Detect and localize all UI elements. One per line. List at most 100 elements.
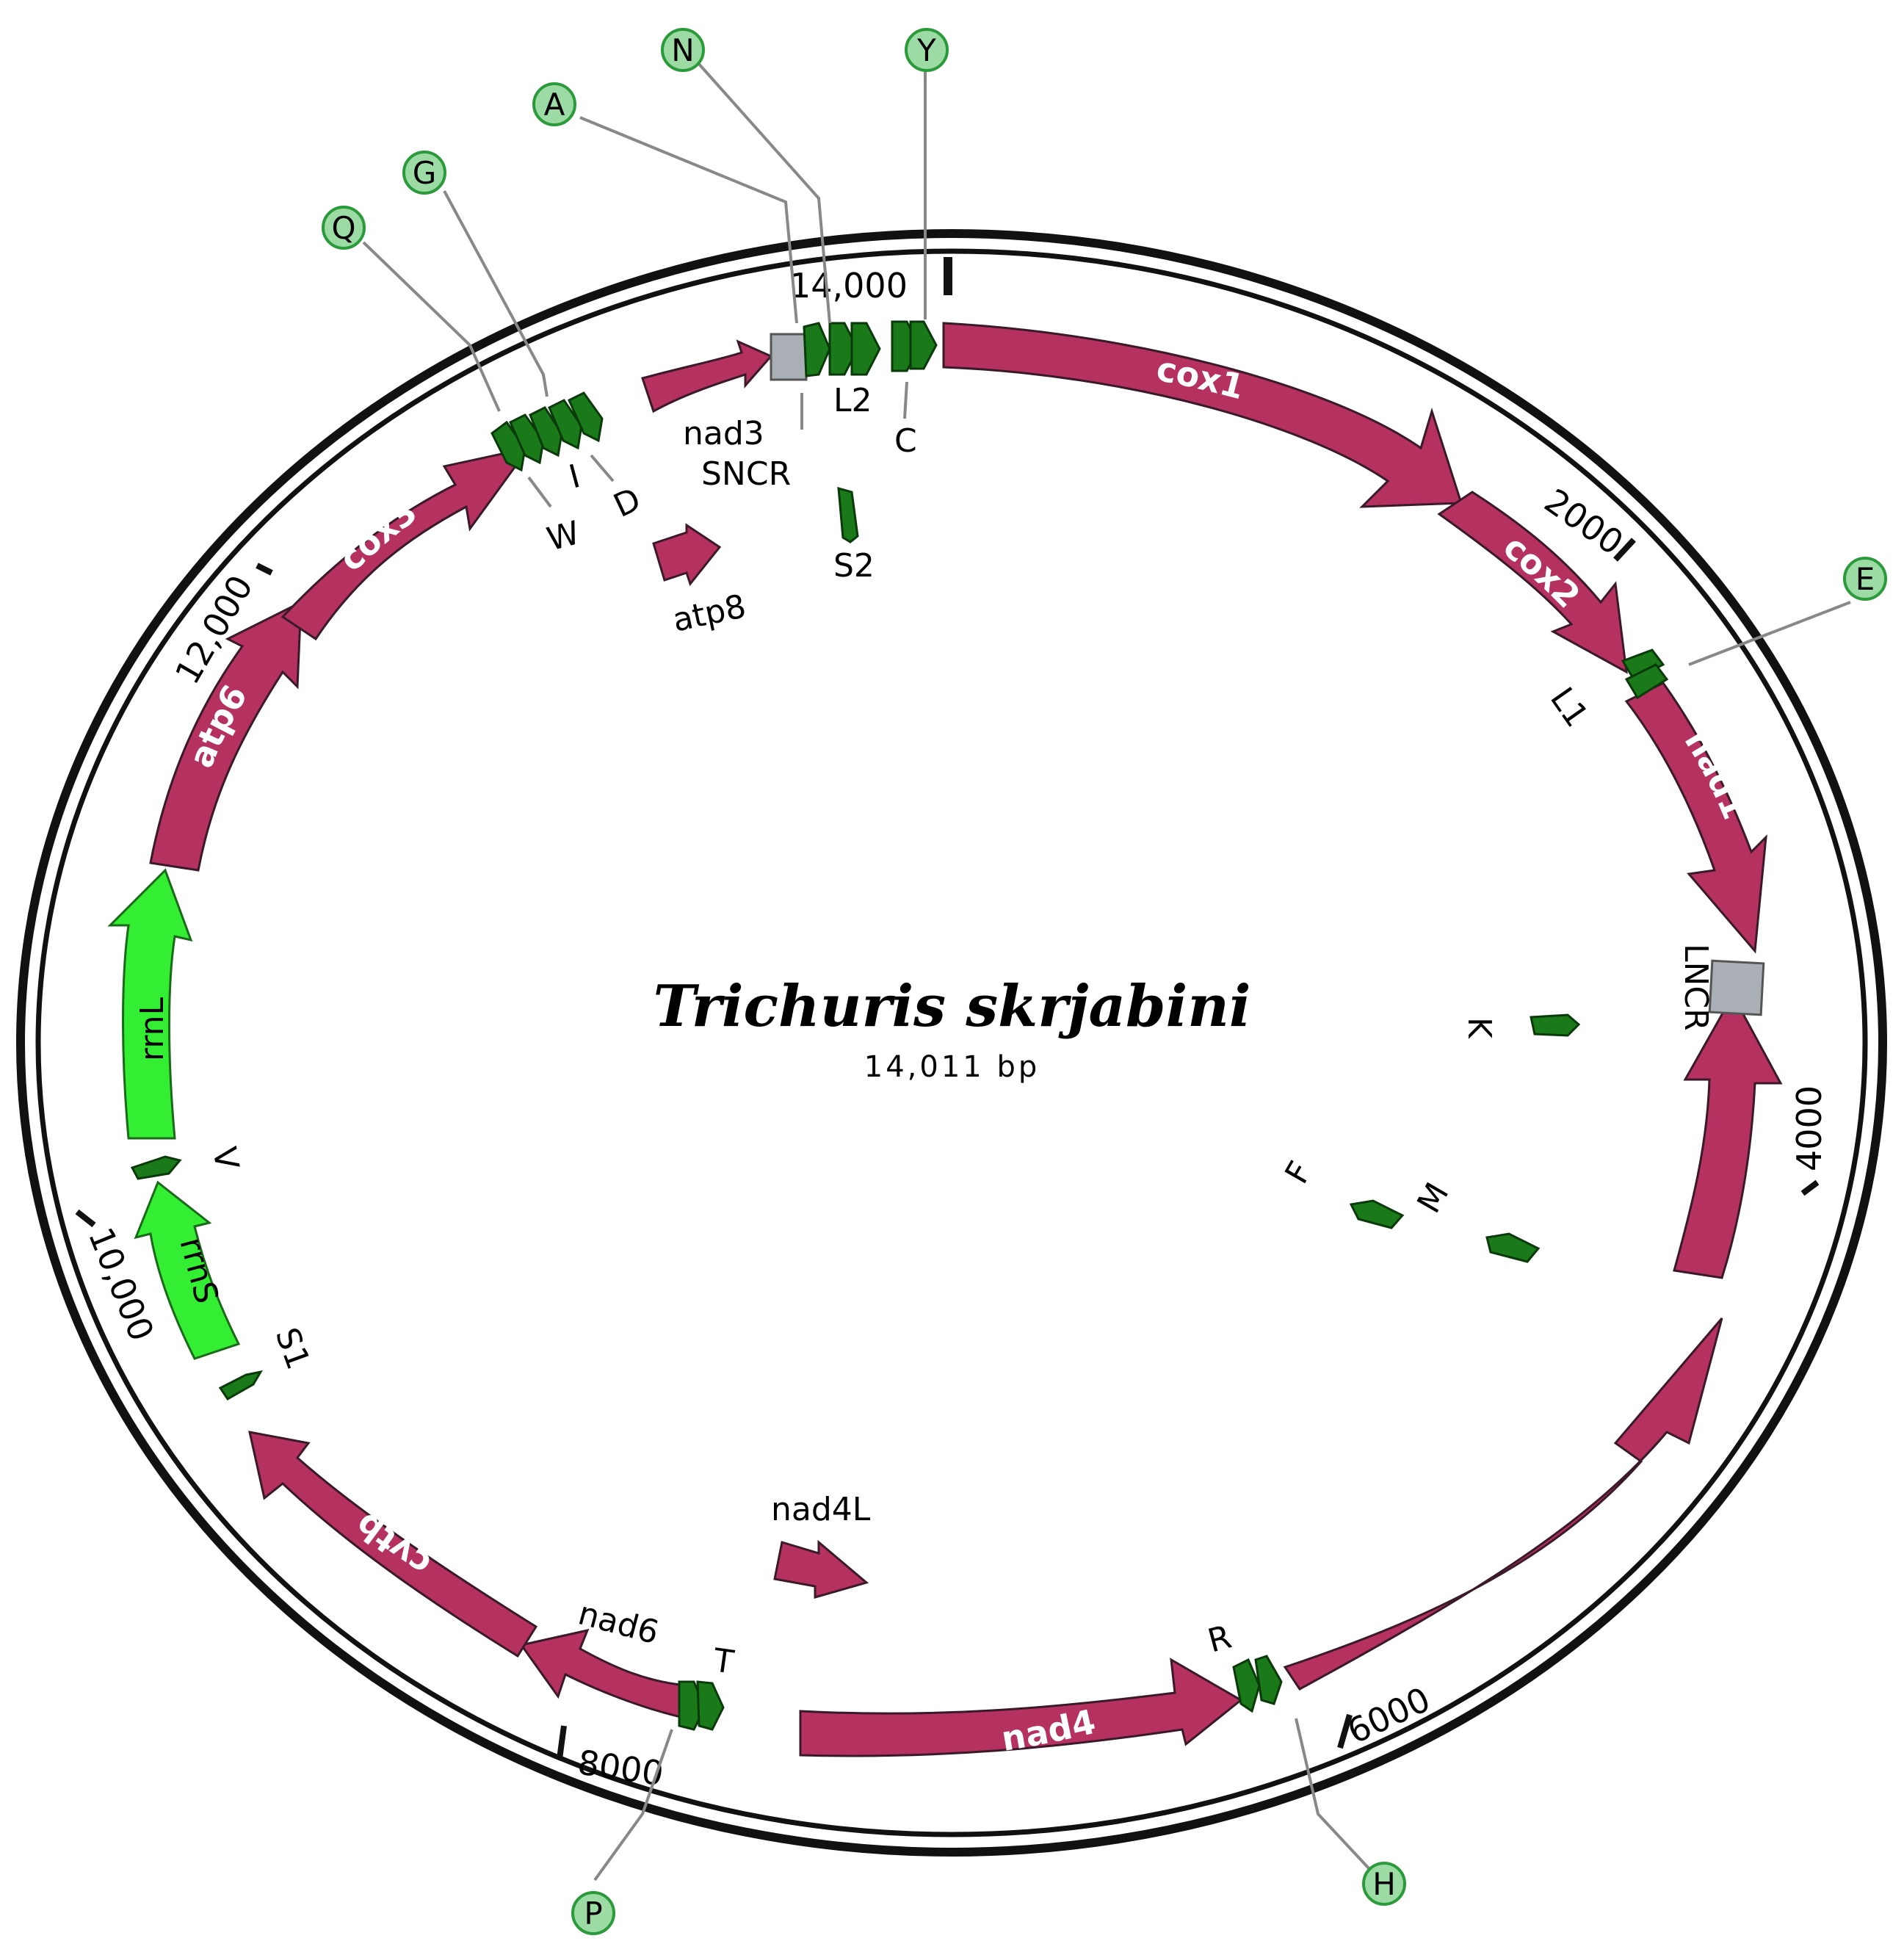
- callout-line-Q: [362, 241, 501, 412]
- svg-text:Y: Y: [916, 32, 936, 68]
- trna-C: [909, 320, 938, 370]
- trna-G: [548, 399, 583, 450]
- label-L1: L1: [1543, 681, 1596, 734]
- callout-line-P: [593, 1729, 673, 1882]
- gene-nad5: [1283, 1318, 1723, 1691]
- callout-G: G: [402, 151, 446, 195]
- label-I: I: [565, 458, 584, 496]
- label-C: C: [894, 422, 917, 460]
- scale-ticks: [75, 257, 1820, 1760]
- gene-nad1: [1624, 682, 1767, 954]
- gene-nad2: [1673, 992, 1783, 1279]
- trna-K: [1530, 1013, 1581, 1037]
- trna-R: [1232, 1658, 1261, 1713]
- svg-text:N: N: [671, 32, 694, 68]
- svg-text:H: H: [1372, 1866, 1396, 1902]
- tick-2000: [1613, 538, 1636, 562]
- gene-rrnL: [107, 868, 193, 1140]
- tick-10000: [75, 1209, 96, 1228]
- trna-T: [696, 1680, 725, 1731]
- label-S2: S2: [833, 547, 875, 585]
- gene-cox2: [1437, 491, 1628, 674]
- label-R: R: [1204, 1618, 1236, 1660]
- trna-S1: [218, 1370, 263, 1400]
- protein-genes: [149, 322, 1783, 1757]
- tick-4000: [1800, 1179, 1820, 1196]
- tick-line-D: [590, 454, 615, 482]
- label-nad6: nad6: [574, 1594, 662, 1652]
- gene-cox3: [280, 446, 532, 641]
- label-F: F: [1278, 1155, 1320, 1190]
- tick-label-4000: 4000: [1789, 1085, 1829, 1171]
- trna-A: [803, 322, 831, 377]
- noncoding-regions: [770, 333, 1765, 1016]
- gene-nad3: [641, 339, 773, 413]
- gene-cox1: [942, 322, 1463, 508]
- label-T: T: [710, 1641, 736, 1681]
- gene-rrnS: [134, 1180, 241, 1360]
- label-K: K: [1460, 1017, 1498, 1039]
- label-M: M: [1410, 1176, 1456, 1219]
- trna-I: [529, 406, 563, 458]
- callout-line-H: [1295, 1718, 1371, 1870]
- tick-8000: [557, 1725, 567, 1760]
- trna-E: [1621, 648, 1665, 681]
- label-L2: L2: [833, 382, 872, 419]
- rrna-genes: [107, 868, 241, 1360]
- label-S1: S1: [268, 1323, 317, 1374]
- region-SNCR: [770, 333, 808, 381]
- svg-text:G: G: [413, 155, 437, 191]
- label-rrnL: rrnL: [134, 997, 171, 1061]
- gene-nad4L: [773, 1539, 869, 1599]
- svg-text:P: P: [584, 1895, 602, 1931]
- trna-L1: [1624, 663, 1669, 700]
- label-nad5: nad5: [1489, 1464, 1588, 1555]
- svg-text:nad5: nad5: [1489, 1464, 1588, 1555]
- trna-S2: [837, 486, 859, 543]
- gene-nad6: [519, 1628, 688, 1720]
- gene-atp8: [652, 523, 722, 587]
- label-nad4L: nad4L: [771, 1491, 871, 1528]
- callout-N: N: [661, 28, 705, 72]
- callout-line-N: [696, 61, 831, 324]
- callout-line-G: [443, 190, 549, 397]
- tick-label-10000: 10,000: [81, 1222, 162, 1346]
- trna-V: [130, 1155, 182, 1180]
- callout-line-A: [579, 116, 798, 324]
- gene-cytb: [248, 1431, 538, 1658]
- label-LNCR: LNCR: [1677, 944, 1715, 1031]
- callout-lines: [362, 61, 1851, 1882]
- genome-backbone: [16, 229, 1887, 1857]
- trna-H: [1254, 1655, 1283, 1705]
- label-nad3: nad3: [683, 415, 764, 452]
- tick-label-14000: 14,000: [789, 266, 908, 306]
- tick-line-C: [903, 381, 908, 419]
- gene-nad4: [799, 1658, 1243, 1757]
- trna-callout-bubbles: A N Y G Q E H P: [322, 28, 1887, 1935]
- trna-M: [1485, 1232, 1541, 1263]
- callout-Q: Q: [322, 206, 366, 250]
- trna-D: [568, 391, 604, 443]
- label-SNCR: SNCR: [701, 455, 791, 493]
- callout-H: H: [1362, 1862, 1406, 1906]
- callout-Y: Y: [905, 28, 949, 72]
- label-V: V: [205, 1144, 245, 1173]
- trna-W: [491, 420, 526, 472]
- callout-A: A: [532, 82, 576, 126]
- tick-12000: [256, 563, 273, 576]
- svg-text:A: A: [544, 87, 565, 123]
- label-atp8: atp8: [670, 588, 750, 640]
- organism-name: Trichuris skrjabini: [653, 973, 1251, 1040]
- callout-line-E: [1688, 601, 1851, 666]
- label-W: W: [543, 514, 584, 559]
- trna-F: [1349, 1199, 1405, 1229]
- svg-text:Q: Q: [331, 210, 355, 246]
- callout-E: E: [1843, 557, 1887, 601]
- trna-L2: [850, 322, 881, 376]
- tick-line-W: [527, 476, 552, 508]
- tick-6000: [1337, 1713, 1353, 1749]
- genome-size: 14,011 bp: [864, 1050, 1040, 1084]
- trna-Q: [509, 413, 545, 465]
- callout-P: P: [571, 1891, 615, 1935]
